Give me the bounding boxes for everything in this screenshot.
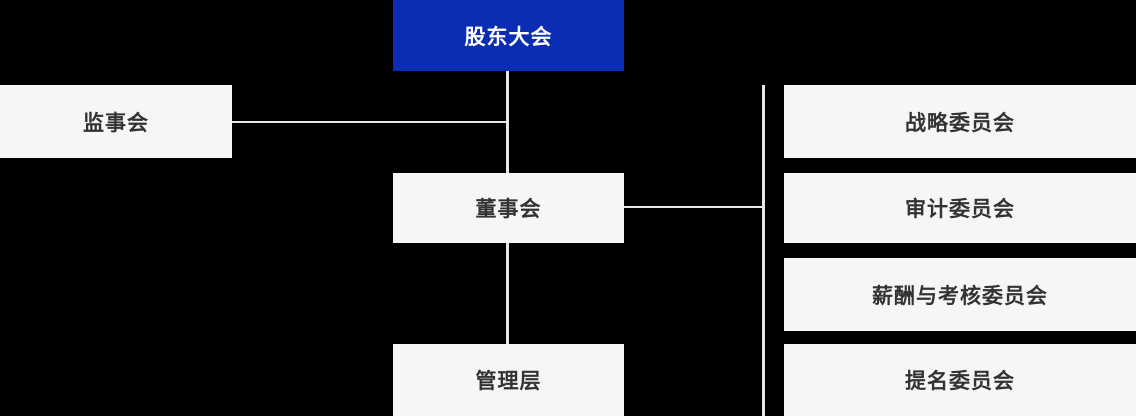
node-audit-committee: 审计委员会 bbox=[784, 173, 1136, 243]
node-board-of-directors: 董事会 bbox=[393, 173, 624, 243]
connector-supervisory-branch bbox=[232, 121, 507, 123]
node-supervisory-board: 监事会 bbox=[0, 85, 232, 158]
node-shareholders-meeting: 股东大会 bbox=[393, 0, 624, 71]
node-shareholders-meeting-label: 股东大会 bbox=[464, 25, 553, 49]
node-strategy-committee: 战略委员会 bbox=[784, 85, 1136, 158]
node-board-of-directors-label: 董事会 bbox=[475, 198, 542, 221]
node-remuneration-assessment-committee: 薪酬与考核委员会 bbox=[784, 258, 1136, 331]
node-management: 管理层 bbox=[393, 344, 624, 416]
connector-board-to-committees bbox=[624, 206, 764, 208]
connector-board-to-management bbox=[506, 243, 509, 344]
node-nomination-committee-label: 提名委员会 bbox=[905, 370, 1015, 393]
node-strategy-committee-label: 战略委员会 bbox=[905, 111, 1015, 135]
connector-shareholders-to-board bbox=[506, 71, 509, 173]
connector-committees-trunk bbox=[762, 85, 765, 416]
node-audit-committee-label: 审计委员会 bbox=[905, 198, 1015, 221]
node-nomination-committee: 提名委员会 bbox=[784, 344, 1136, 416]
node-management-label: 管理层 bbox=[475, 370, 542, 393]
node-remuneration-assessment-committee-label: 薪酬与考核委员会 bbox=[872, 284, 1048, 308]
node-supervisory-board-label: 监事会 bbox=[83, 111, 149, 135]
